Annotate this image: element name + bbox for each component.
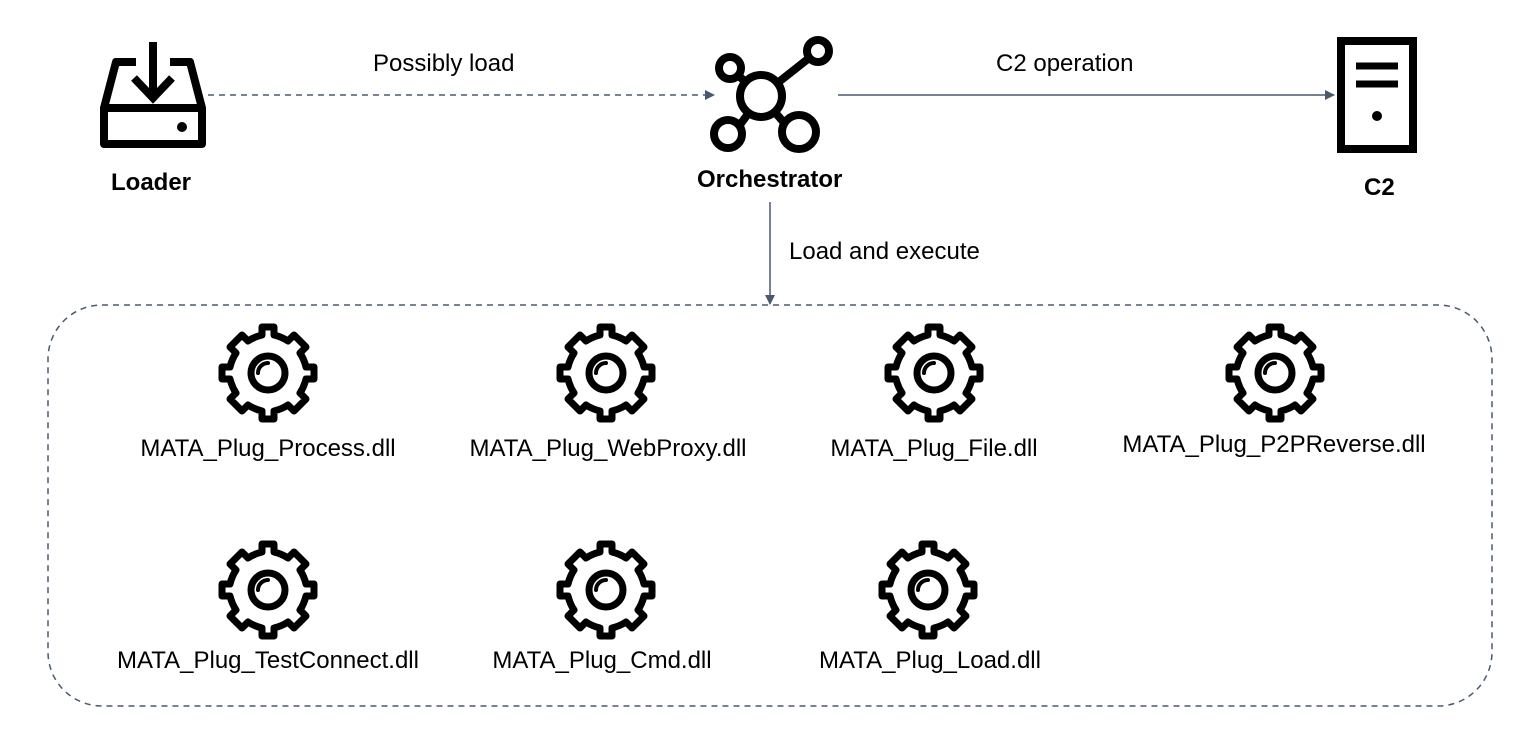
plugin-label: MATA_Plug_Load.dll	[819, 647, 1041, 674]
gear-icon	[884, 323, 984, 423]
loader-label: Loader	[111, 169, 192, 196]
c2-label: C2	[1364, 174, 1395, 201]
plugin-label: MATA_Plug_P2PReverse.dll	[1122, 431, 1426, 458]
server-tower-icon	[1337, 37, 1417, 153]
gear-icon	[1225, 323, 1325, 423]
plugin-label: MATA_Plug_File.dll	[830, 435, 1038, 462]
gear-icon	[878, 540, 978, 640]
plugin-label: MATA_Plug_WebProxy.dll	[469, 435, 747, 462]
plugin-group-frame	[47, 304, 1493, 707]
gear-icon	[218, 540, 318, 640]
edge-label-load-and-execute: Load and execute	[789, 238, 980, 265]
plugin-label: MATA_Plug_Cmd.dll	[492, 647, 712, 674]
edge-label-c2-operation: C2 operation	[996, 50, 1134, 77]
gear-icon	[556, 540, 656, 640]
plugin-label: MATA_Plug_TestConnect.dll	[117, 647, 419, 674]
gear-icon	[556, 323, 656, 423]
gear-icon	[218, 323, 318, 423]
network-nodes-icon	[710, 36, 833, 153]
plugin-label: MATA_Plug_Process.dll	[140, 435, 396, 462]
edge-label-possibly-load: Possibly load	[373, 50, 515, 77]
download-tray-icon	[100, 42, 206, 148]
orchestrator-label: Orchestrator	[697, 166, 843, 193]
